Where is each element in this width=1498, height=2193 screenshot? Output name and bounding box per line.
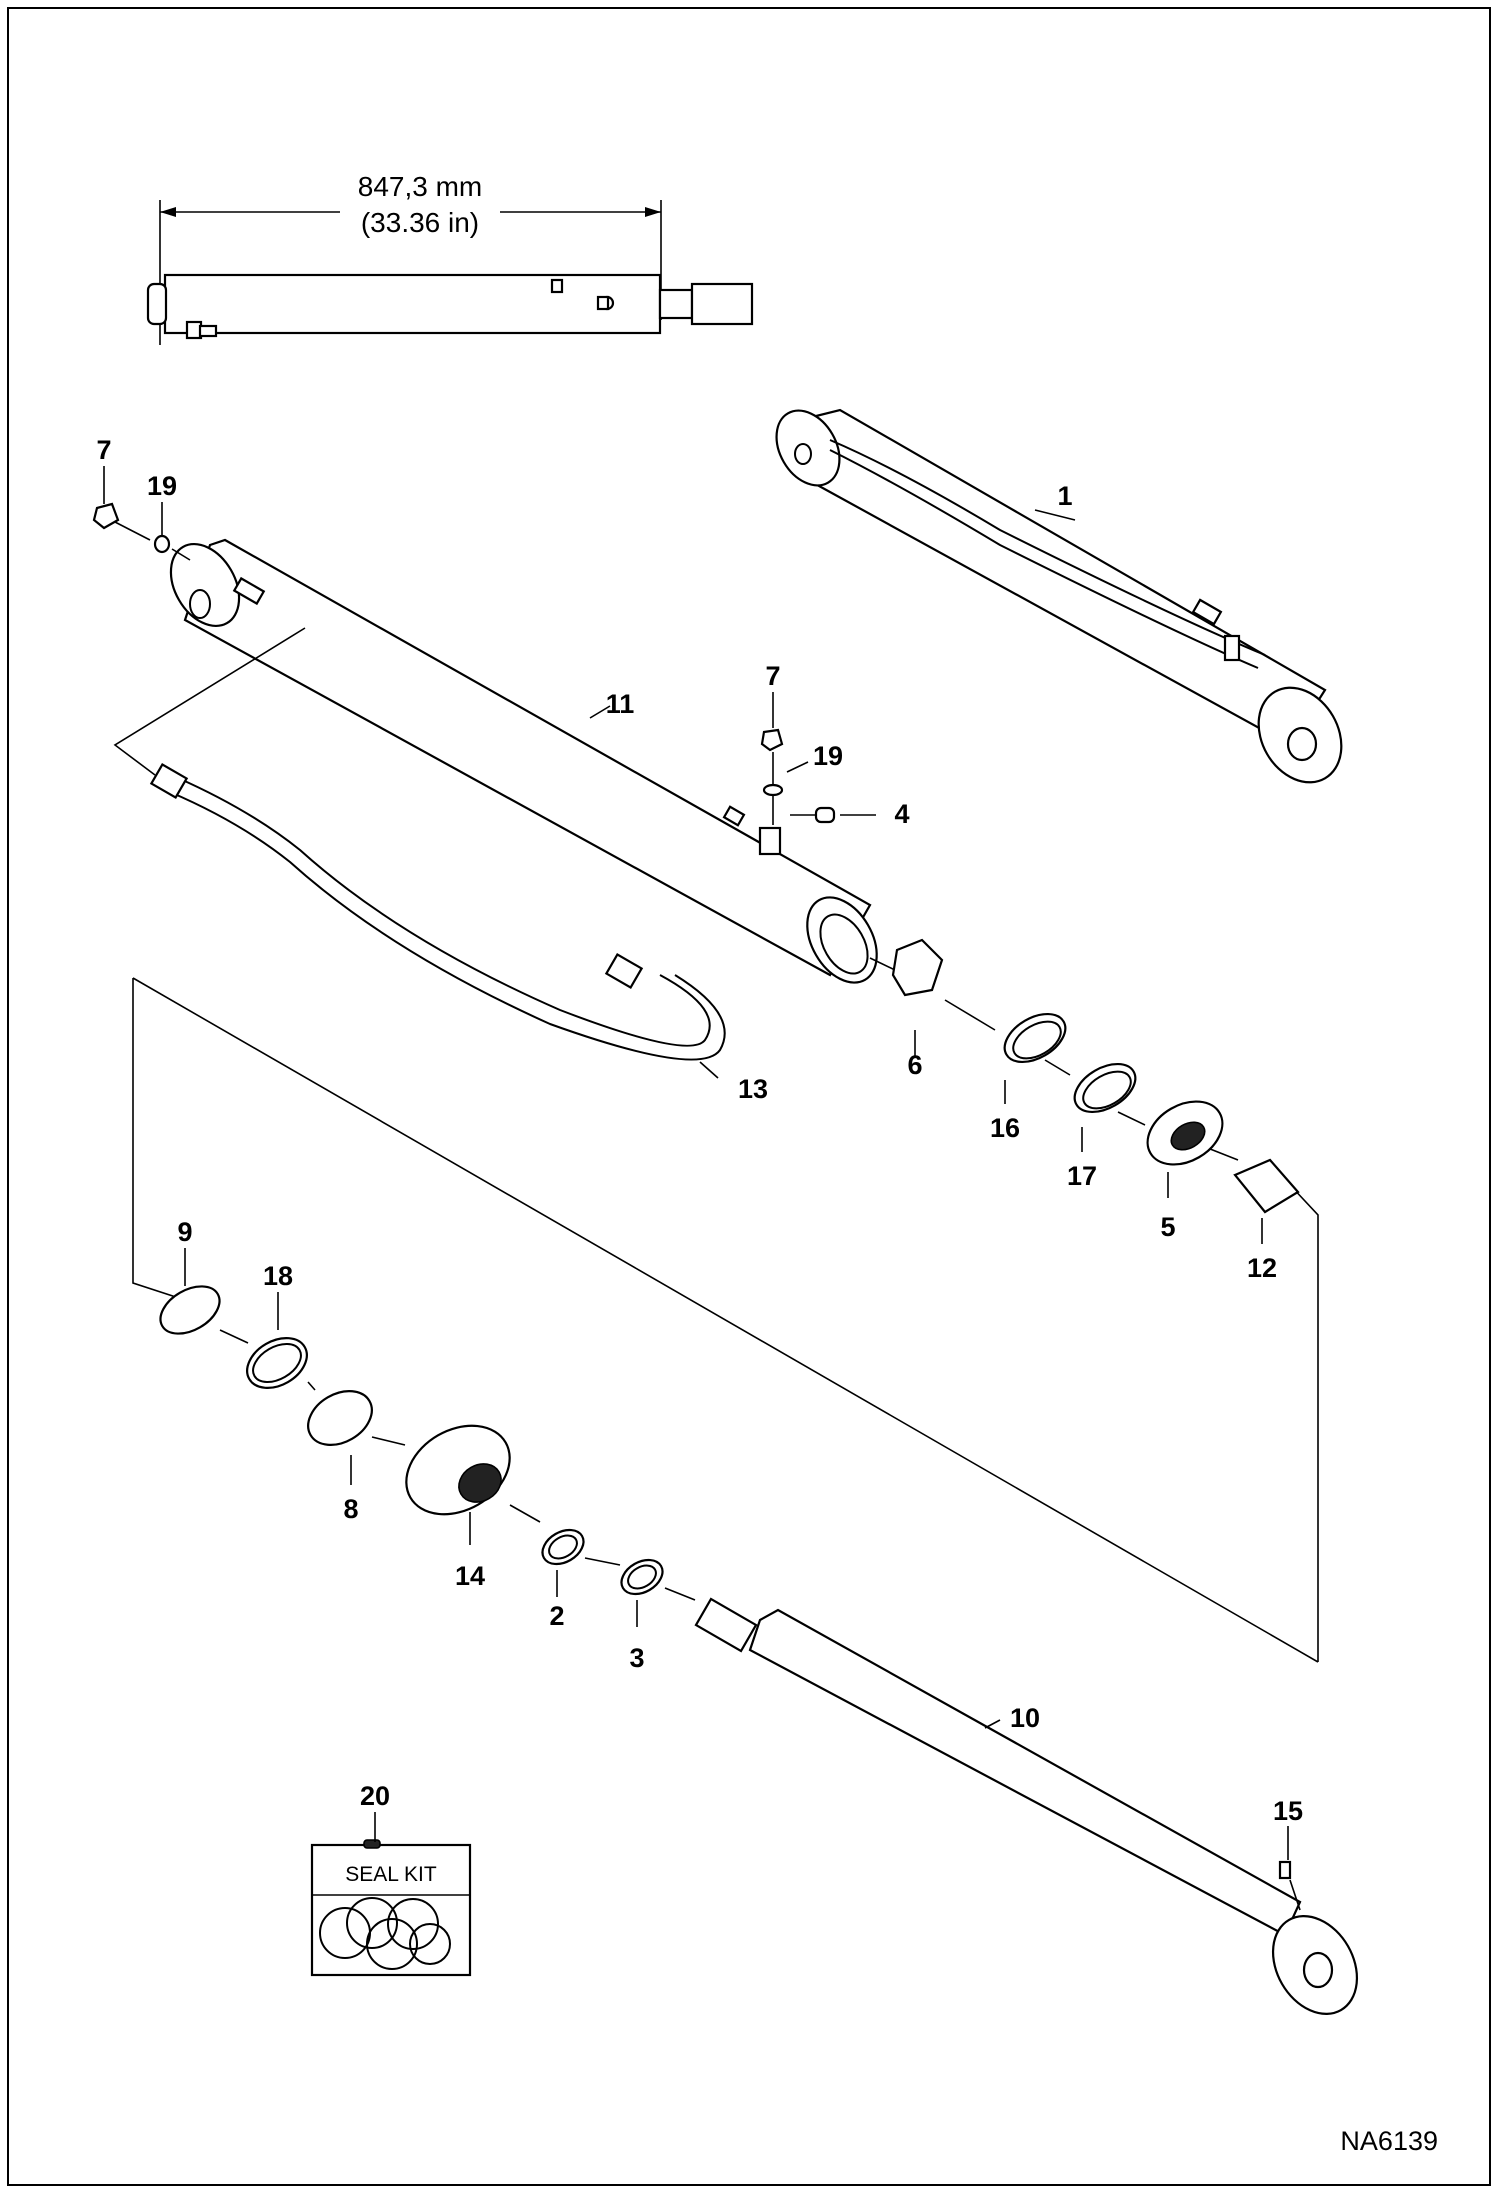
callout-5: 5: [1160, 1212, 1175, 1242]
callout-10: 10: [1010, 1703, 1040, 1733]
callout-20: 20: [360, 1781, 390, 1811]
callout-18: 18: [263, 1261, 293, 1291]
callout-1: 1: [1057, 481, 1072, 511]
callout-3: 3: [629, 1643, 644, 1673]
dimension-metric: 847,3 mm: [358, 171, 483, 202]
routing-lines: [113, 627, 1319, 1663]
callout-17: 17: [1067, 1161, 1097, 1191]
callout-numbers: 1 2 3 4 5 6 7 7 8 9 10 11 12 13 14 15 16…: [96, 435, 1303, 1826]
piston-rod: [694, 1597, 1359, 2015]
assembled-cylinder: [775, 408, 1343, 784]
hydraulic-tube: [149, 762, 726, 1061]
cylinder-barrel: [169, 538, 878, 984]
callout-9: 9: [177, 1217, 192, 1247]
seal-kit-label: SEAL KIT: [345, 1863, 437, 1886]
callout-19-upper-left: 19: [147, 471, 177, 501]
overall-length-view: 847,3 mm (33.36 in): [146, 171, 754, 345]
callout-11: 11: [606, 689, 635, 719]
callout-15: 15: [1273, 1796, 1303, 1826]
callout-4: 4: [894, 799, 909, 829]
small-parts-lower: [159, 1285, 696, 1601]
drawing-code: NA6139: [1340, 2126, 1438, 2156]
callout-19-barrel: 19: [813, 741, 843, 771]
dimension-imperial: (33.36 in): [361, 207, 479, 238]
callout-2: 2: [549, 1601, 564, 1631]
drawing-frame: [7, 7, 1491, 2186]
small-parts-upper: [92, 502, 1300, 1214]
callout-7-barrel: 7: [765, 661, 780, 691]
seal-kit: SEAL KIT: [310, 1839, 472, 1977]
callout-14: 14: [455, 1561, 485, 1591]
callout-13: 13: [738, 1074, 768, 1104]
callout-12: 12: [1247, 1253, 1277, 1283]
leader-lines: [103, 466, 1289, 1860]
callout-16: 16: [990, 1113, 1020, 1143]
callout-6: 6: [907, 1050, 922, 1080]
callout-7-upper-left: 7: [96, 435, 111, 465]
callout-8: 8: [343, 1494, 358, 1524]
